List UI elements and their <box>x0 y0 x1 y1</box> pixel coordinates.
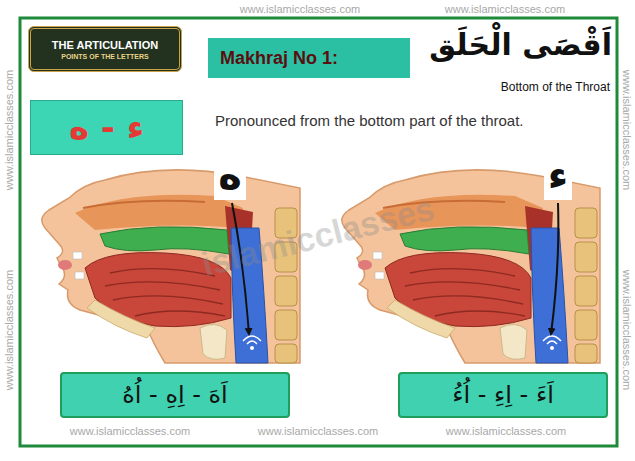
watermark: www.islamicclasses.com <box>621 270 633 390</box>
watermark: www.islamicclasses.com <box>445 3 565 15</box>
example-box: اَءَ - اِءِ - اُءُ <box>398 372 608 418</box>
box-text: POINTS OF THE LETTERS <box>61 53 149 60</box>
box-text: ء - ه <box>69 106 144 149</box>
heading: اَقْصَى الْحَلَق <box>429 26 612 64</box>
watermark: www.islamicclasses.com <box>3 270 15 390</box>
watermark: www.islamicclasses.com <box>240 3 360 15</box>
description: Pronounced from the bottom part of the t… <box>215 112 524 129</box>
logo-badge: THE ARTICULATION POINTS OF THE LETTERS <box>28 26 182 72</box>
watermark: www.islamicclasses.com <box>258 425 378 437</box>
page-border <box>20 18 617 446</box>
watermark: www.islamicclasses.com <box>70 425 190 437</box>
box-text: Makhraj No 1: <box>220 48 338 69</box>
box-text: اَءَ - اِءِ - اُءُ <box>452 380 554 410</box>
title-band: Makhraj No 1: <box>208 38 410 78</box>
letter-label: ه <box>214 150 246 200</box>
watermark: www.islamicclasses.com <box>621 70 633 190</box>
box-text: THE ARTICULATION <box>52 39 158 51</box>
watermark: www.islamicclasses.com <box>446 425 566 437</box>
watermark: www.islamicclasses.com <box>3 70 15 190</box>
letters-box: ء - ه <box>30 100 183 155</box>
box-text: اَهَ - اِهِ - اُهُ <box>122 380 228 410</box>
subtitle: Bottom of the Throat <box>501 80 610 94</box>
example-box: اَهَ - اِهِ - اُهُ <box>60 372 290 418</box>
letter-label: ء <box>544 150 572 200</box>
leader-line <box>551 203 558 334</box>
